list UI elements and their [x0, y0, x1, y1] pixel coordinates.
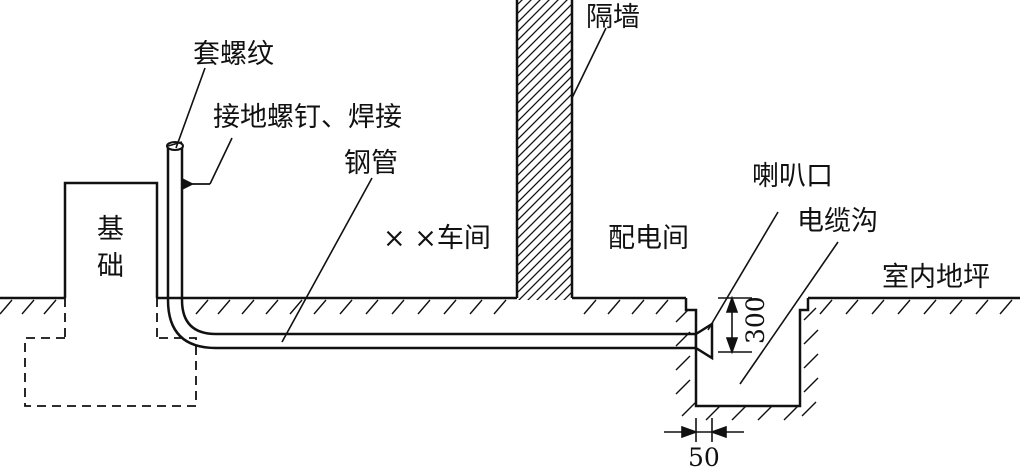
ground-weld-label: 接地螺钉、焊接: [213, 102, 402, 133]
steel-pipe: [166, 141, 697, 350]
steel-pipe-label: 钢管: [344, 148, 398, 179]
ground-hatching: [0, 299, 1013, 315]
partition-wall: [515, 0, 574, 300]
wall-label: 隔墙: [586, 2, 640, 33]
indoor-floor-label: 室内地坪: [882, 262, 990, 293]
dimension-300: [718, 295, 752, 355]
bell-mouth-label: 喇叭口: [752, 161, 833, 192]
weld-point: [182, 178, 194, 190]
foundation: [24, 181, 197, 407]
thread-label: 套螺纹: [193, 39, 274, 70]
cable-trench-label: 电缆沟: [797, 206, 878, 237]
steel-pipe-leader: [281, 177, 373, 343]
thread-leader: [175, 67, 206, 149]
distribution-room-label: 配电间: [608, 223, 689, 254]
foundation-label-line1: 基: [97, 214, 124, 245]
bell-mouth-leader: [707, 211, 779, 331]
workshop-label: × ×车间: [383, 223, 491, 254]
dimension-50: [664, 418, 744, 442]
trench-leader: [739, 241, 839, 385]
bell-mouth: [694, 321, 714, 361]
foundation-label-line2: 础: [97, 251, 124, 282]
threaded-pipe-end: [166, 141, 184, 151]
dimension-50-label: 50: [688, 443, 720, 470]
dimension-300-label: 300: [741, 296, 770, 344]
wall-leader: [571, 27, 607, 99]
ground-weld-leader: [209, 137, 233, 185]
leader-lines: [175, 27, 839, 385]
